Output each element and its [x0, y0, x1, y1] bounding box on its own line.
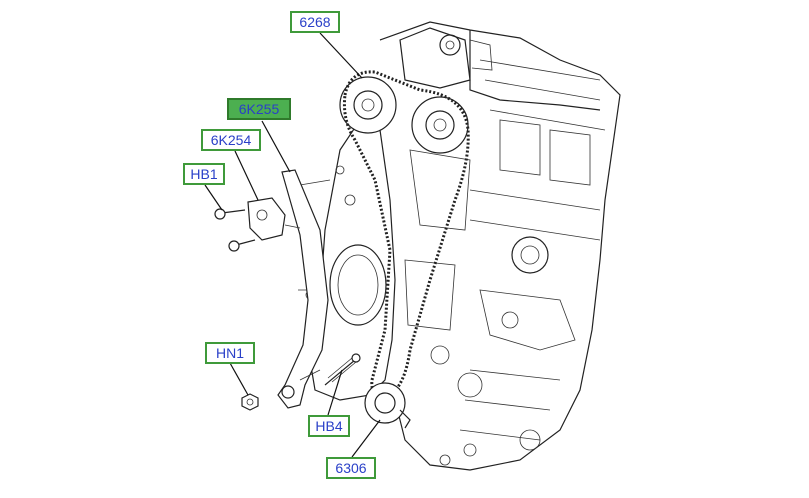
leader-HB4	[327, 369, 343, 416]
callout-6K254[interactable]: 6K254	[201, 129, 261, 151]
nut-hn1	[241, 393, 259, 411]
camshaft-sprockets	[339, 76, 469, 154]
callout-6K255[interactable]: 6K255	[227, 98, 291, 120]
bolts-hb1	[214, 208, 256, 252]
leader-6K255	[261, 120, 291, 173]
callout-6306[interactable]: 6306	[326, 457, 376, 479]
leader-lines	[204, 32, 381, 458]
callout-6268[interactable]: 6268	[290, 11, 340, 33]
tensioner-arm	[277, 169, 329, 409]
leader-HB1	[204, 184, 223, 211]
leader-HN1	[229, 362, 249, 396]
leader-6306	[351, 419, 381, 458]
chain-tensioner	[247, 197, 301, 241]
callout-HN1[interactable]: HN1	[205, 342, 255, 364]
callout-HB4[interactable]: HB4	[308, 415, 350, 437]
engine-block	[379, 21, 621, 471]
leader-6268	[319, 32, 363, 79]
leader-6K254	[234, 150, 259, 201]
crankshaft-sprocket	[364, 382, 411, 429]
cylinder-head	[399, 27, 493, 89]
stud-hb4	[324, 353, 361, 386]
callout-HB1[interactable]: HB1	[183, 163, 225, 185]
